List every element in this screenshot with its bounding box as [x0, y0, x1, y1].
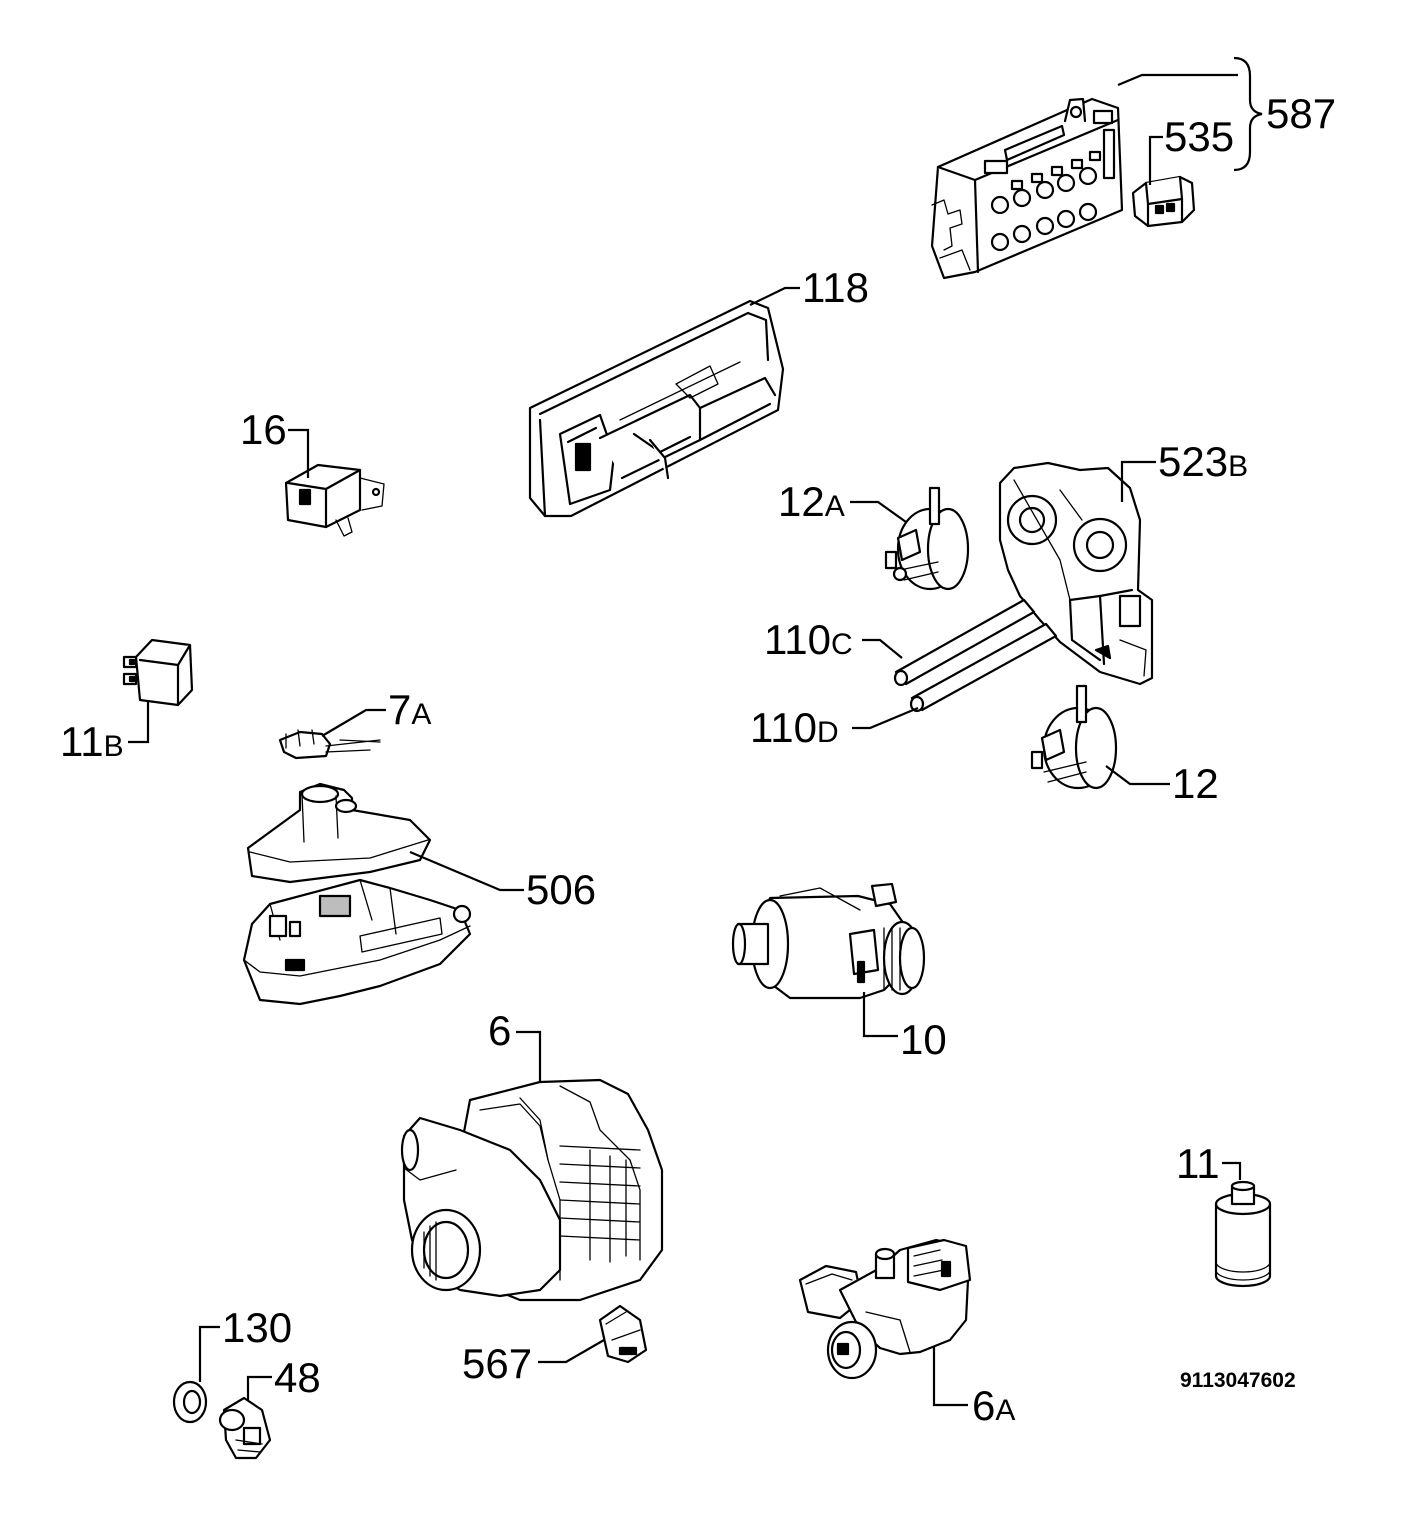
part-drain-pump-6A[interactable]	[798, 1238, 972, 1380]
callout-7A[interactable]: 7A	[388, 686, 431, 733]
leader-6A	[932, 1346, 968, 1407]
callout-118[interactable]: 118	[802, 264, 869, 311]
callout-10[interactable]: 10	[900, 1016, 947, 1063]
leader-535	[1148, 135, 1163, 185]
callout-12[interactable]: 12	[1172, 760, 1219, 807]
callout-110D[interactable]: 110D	[750, 704, 839, 751]
part-control-panel-118[interactable]	[528, 299, 785, 518]
part-connector-535[interactable]	[1131, 175, 1196, 228]
callout-587[interactable]: 587	[1266, 90, 1336, 137]
callout-11B[interactable]: 11B	[60, 718, 124, 765]
part-sensor-7A[interactable]	[278, 729, 381, 760]
leader-12	[1105, 765, 1170, 786]
callout-6A[interactable]: 6A	[972, 1382, 1015, 1429]
leader-12A	[850, 500, 907, 523]
leader-7A	[321, 708, 386, 737]
leader-110C	[862, 638, 903, 659]
part-heater-10[interactable]	[731, 882, 926, 1000]
leader-10	[862, 992, 898, 1038]
leader-11B	[128, 700, 150, 744]
leader-48	[246, 1375, 272, 1400]
callout-130[interactable]: 130	[222, 1304, 292, 1351]
part-plug-48[interactable]	[218, 1396, 272, 1460]
leader-6	[516, 1030, 542, 1082]
part-hose-110D[interactable]	[909, 622, 1058, 713]
part-chamber-506[interactable]	[242, 782, 472, 1006]
part-hose-110C[interactable]	[893, 598, 1036, 687]
leader-16	[288, 428, 310, 478]
part-pressure-switch-12A[interactable]	[884, 486, 970, 591]
callout-11[interactable]: 11	[1176, 1140, 1220, 1187]
drawing-code: 9113047602	[1180, 1369, 1296, 1392]
part-water-distributor-523B[interactable]	[998, 461, 1154, 686]
group-brace-587	[1233, 56, 1263, 172]
leader-506	[409, 850, 524, 892]
part-clip-567[interactable]	[598, 1304, 648, 1364]
callout-12A[interactable]: 12A	[778, 478, 845, 525]
part-electronic-control-unit[interactable]	[930, 97, 1124, 280]
part-circulation-pump-6[interactable]	[400, 1078, 664, 1302]
part-door-switch-16[interactable]	[284, 463, 385, 537]
part-relay-11B[interactable]	[122, 638, 194, 707]
leader-11	[1222, 1161, 1242, 1180]
leader-523B	[1120, 460, 1156, 502]
callout-6[interactable]: 6	[488, 1007, 511, 1054]
callout-labels: 587 535 118 16 523B 12A 110C 110D 12 11B…	[60, 90, 1336, 1429]
part-pressure-switch-12[interactable]	[1030, 684, 1118, 790]
leader-130	[198, 1325, 220, 1382]
callout-16[interactable]: 16	[240, 406, 287, 453]
part-seal-ring-130[interactable]	[172, 1380, 208, 1424]
callout-567[interactable]: 567	[462, 1340, 532, 1387]
part-capacitor-11[interactable]	[1214, 1180, 1272, 1288]
callout-523B[interactable]: 523B	[1158, 438, 1248, 485]
leader-lines	[128, 73, 1242, 1407]
leader-587	[1117, 73, 1238, 87]
leader-567	[538, 1339, 605, 1364]
leader-118	[749, 286, 800, 306]
callout-535[interactable]: 535	[1164, 113, 1234, 160]
callout-506[interactable]: 506	[526, 866, 596, 913]
callout-110C[interactable]: 110C	[764, 616, 853, 663]
callout-48[interactable]: 48	[274, 1354, 321, 1401]
leader-110D	[852, 706, 919, 730]
